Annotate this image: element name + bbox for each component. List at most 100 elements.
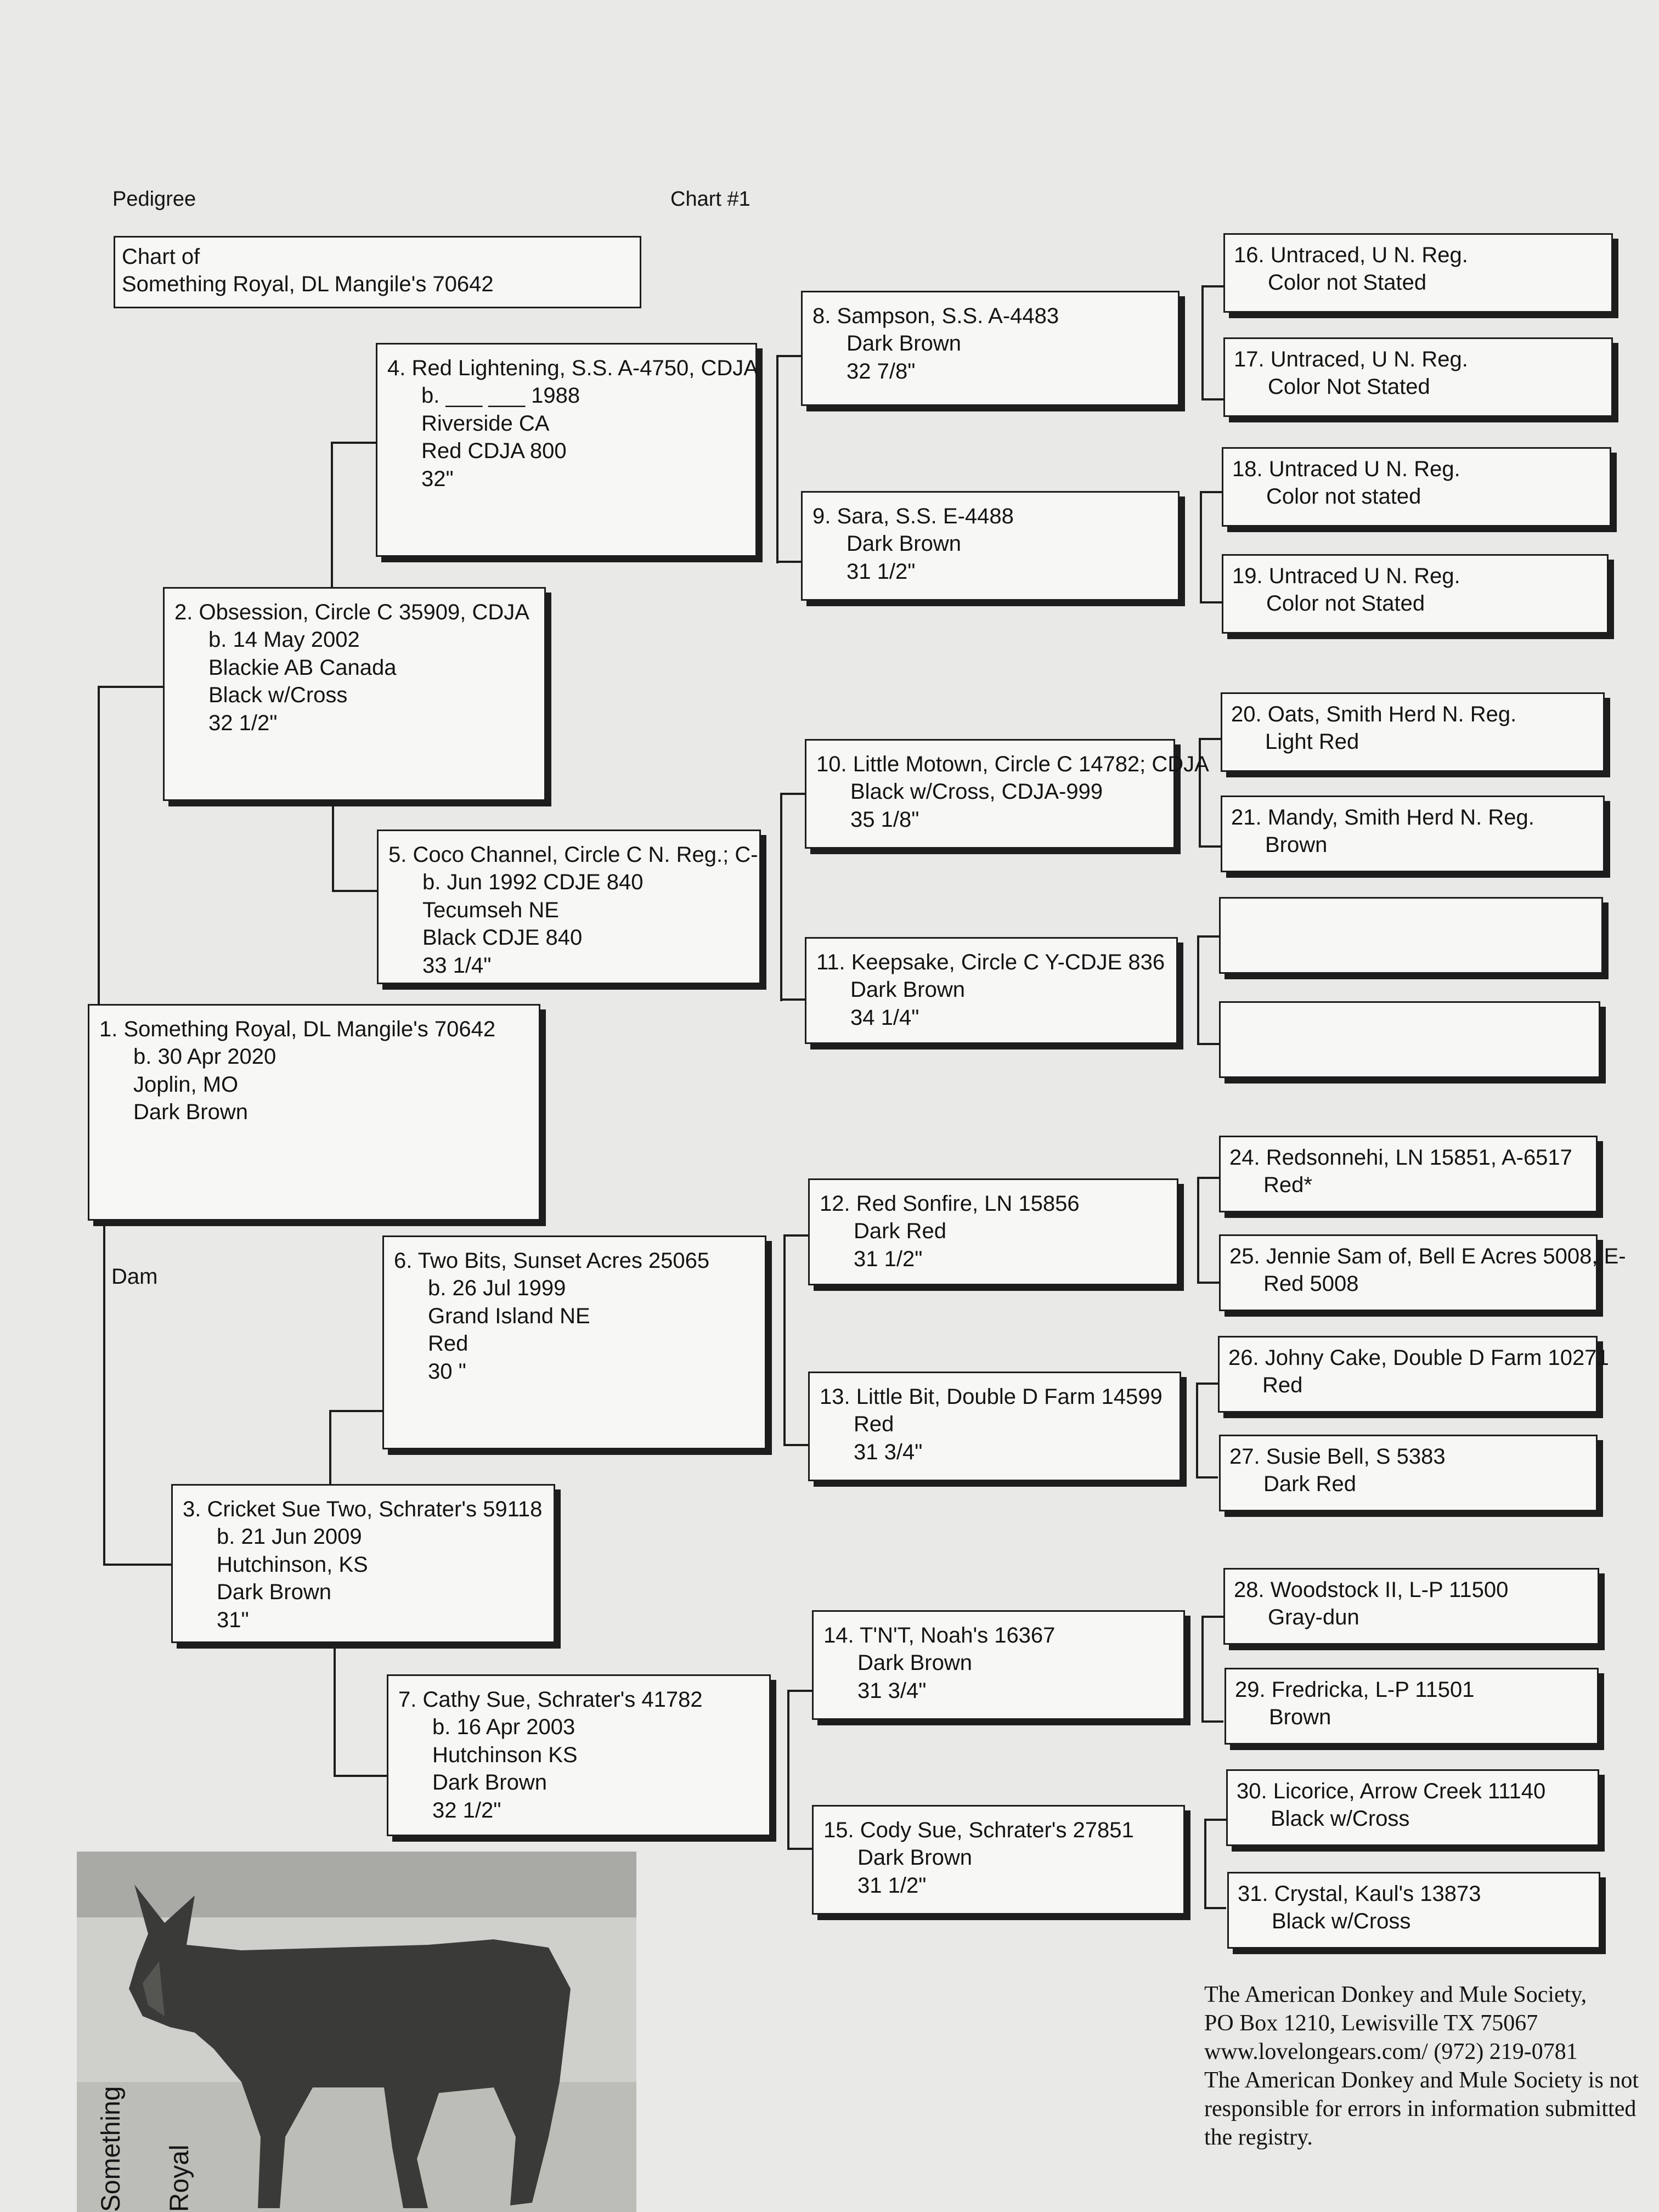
box-line: 32" [421,466,454,491]
box-line: Black w/Cross [1271,1807,1410,1831]
connector-line [1201,285,1223,287]
connector-line [1201,1616,1204,1723]
box-line: Gray-dun [1268,1605,1359,1630]
pedigree-box-5: 5. Coco Channel, Circle C N. Reg.; C- b.… [377,830,761,984]
box-line: 32 1/2" [208,710,278,735]
box-line: 1. Something Royal, DL Mangile's 70642 [99,1017,496,1041]
box-line: Dark Red [854,1219,946,1244]
pedigree-box-13: 13. Little Bit, Double D Farm 14599 Red … [808,1372,1181,1481]
box-line: 31 3/4" [857,1678,927,1703]
pedigree-box-26: 26. Johny Cake, Double D Farm 10271 Red [1218,1336,1609,1413]
box-line: Red CDJA 800 [421,439,567,464]
pedigree-box-23 [1219,1001,1600,1078]
box-line: 8. Sampson, S.S. A-4483 [812,304,1059,328]
box-line: Red [1262,1373,1303,1398]
footer-line: www.lovelongears.com/ (972) 219-0781 [1204,2039,1578,2065]
box-line: 3. Cricket Sue Two, Schrater's 59118 [183,1497,543,1521]
connector-line [332,806,334,891]
box-line: 9. Sara, S.S. E-4488 [812,504,1014,528]
connector-line [1197,1177,1199,1284]
pedigree-box-14: 14. T'N'T, Noah's 16367 Dark Brown 31 3/… [812,1610,1185,1720]
box-line: 5. Coco Channel, Circle C N. Reg.; C- [388,843,758,867]
connector-line [1196,1383,1218,1385]
box-line: 14. T'N'T, Noah's 16367 [823,1623,1056,1647]
box-line: 24. Redsonnehi, LN 15851, A-6517 [1229,1146,1572,1170]
connector-line [103,1223,105,1564]
box-line: 10. Little Motown, Circle C 14782; CDJA [816,752,1209,776]
box-line: Light Red [1265,730,1359,754]
box-line: Blackie AB Canada [208,655,397,680]
box-line: Joplin, MO [133,1072,239,1097]
pedigree-box-9: 9. Sara, S.S. E-4488 Dark Brown 31 1/2" [801,491,1180,601]
pedigree-box-30: 30. Licorice, Arrow Creek 11140 Black w/… [1226,1769,1599,1846]
pedigree-box-1: 1. Something Royal, DL Mangile's 70642 b… [88,1004,540,1221]
connector-line [331,442,376,444]
connector-line [783,1444,808,1446]
box-line: Dark Brown [847,532,961,556]
photo-caption-line1: Something [97,2086,126,2212]
box-line: 28. Woodstock II, L-P 11500 [1234,1578,1509,1602]
box-line: b. 30 Apr 2020 [133,1045,276,1069]
pedigree-box-24: 24. Redsonnehi, LN 15851, A-6517 Red* [1219,1136,1598,1212]
connector-line [1199,738,1201,848]
footer-line: The American Donkey and Mule Society, [1204,1982,1587,2007]
connector-line [787,1848,812,1850]
pedigree-box-2: 2. Obsession, Circle C 35909, CDJA b. 14… [163,587,546,801]
pedigree-box-17: 17. Untraced, U N. Reg. Color Not Stated [1223,337,1613,417]
box-line: 6. Two Bits, Sunset Acres 25065 [394,1249,710,1273]
pedigree-box-7: 7. Cathy Sue, Schrater's 41782 b. 16 Apr… [387,1674,771,1836]
box-line: 33 1/4" [422,953,492,978]
box-line: 13. Little Bit, Double D Farm 14599 [820,1385,1163,1409]
box-line: b. 14 May 2002 [208,628,360,652]
connector-line [1196,1383,1198,1479]
connector-line [103,1564,172,1566]
pedigree-box-28: 28. Woodstock II, L-P 11500 Gray-dun [1223,1568,1599,1645]
pedigree-heading: Pedigree [112,188,196,211]
connector-line [1201,1720,1223,1723]
connector-line [331,442,333,587]
box-line: Dark Brown [857,1846,972,1870]
connector-line [776,355,778,563]
box-line: Color not Stated [1268,270,1427,295]
box-line: Grand Island NE [428,1304,590,1328]
pedigree-box-12: 12. Red Sonfire, LN 15856 Dark Red 31 1/… [808,1178,1178,1285]
pedigree-box-18: 18. Untraced U N. Reg. Color not stated [1222,447,1611,527]
box-line: 16. Untraced, U N. Reg. [1234,243,1468,267]
box-line: Black w/Cross, CDJA-999 [850,780,1103,804]
connector-line [329,1410,331,1484]
box-line: 18. Untraced U N. Reg. [1232,457,1460,481]
box-line: 12. Red Sonfire, LN 15856 [820,1192,1080,1216]
pedigree-box-11: 11. Keepsake, Circle C Y-CDJE 836 Dark B… [805,937,1178,1044]
chart-of-label: Chart of [122,245,200,269]
connector-line [1204,1819,1226,1821]
pedigree-box-19: 19. Untraced U N. Reg. Color not Stated [1222,554,1609,634]
pedigree-box-6: 6. Two Bits, Sunset Acres 25065 b. 26 Ju… [382,1235,766,1449]
box-line: 25. Jennie Sam of, Bell E Acres 5008, E- [1229,1244,1626,1268]
box-line: Hutchinson KS [432,1742,578,1767]
pedigree-box-4: 4. Red Lightening, S.S. A-4750, CDJA b. … [376,343,758,557]
box-line: b. 16 Apr 2003 [432,1715,575,1740]
chart-number: Chart #1 [670,188,751,211]
connector-line [1200,601,1222,603]
box-line: Hutchinson, KS [217,1552,368,1577]
box-line: Dark Brown [847,331,961,356]
connector-line [334,1775,387,1777]
connector-line [780,793,782,1001]
box-line: 31 3/4" [854,1440,923,1464]
pedigree-box-10: 10. Little Motown, Circle C 14782; CDJA … [805,739,1209,849]
box-line: 31 1/2" [847,559,916,584]
donkey-photo [77,1852,636,2212]
connector-line [98,686,100,1009]
box-line: Black w/Cross [1272,1909,1411,1934]
box-line: Red 5008 [1263,1272,1359,1296]
box-line: Red [428,1331,469,1356]
connector-line [787,1690,812,1692]
connector-line [334,1646,336,1776]
chart-of-box: Chart of Something Royal, DL Mangile's 7… [114,236,641,308]
box-line: Dark Brown [857,1651,972,1675]
connector-line [1201,1616,1223,1618]
chart-of-subject: Something Royal, DL Mangile's 70642 [122,272,494,297]
box-line: Brown [1265,833,1328,857]
box-line: 31 1/2" [857,1873,927,1898]
footer-line: responsible for errors in information su… [1204,2096,1637,2122]
